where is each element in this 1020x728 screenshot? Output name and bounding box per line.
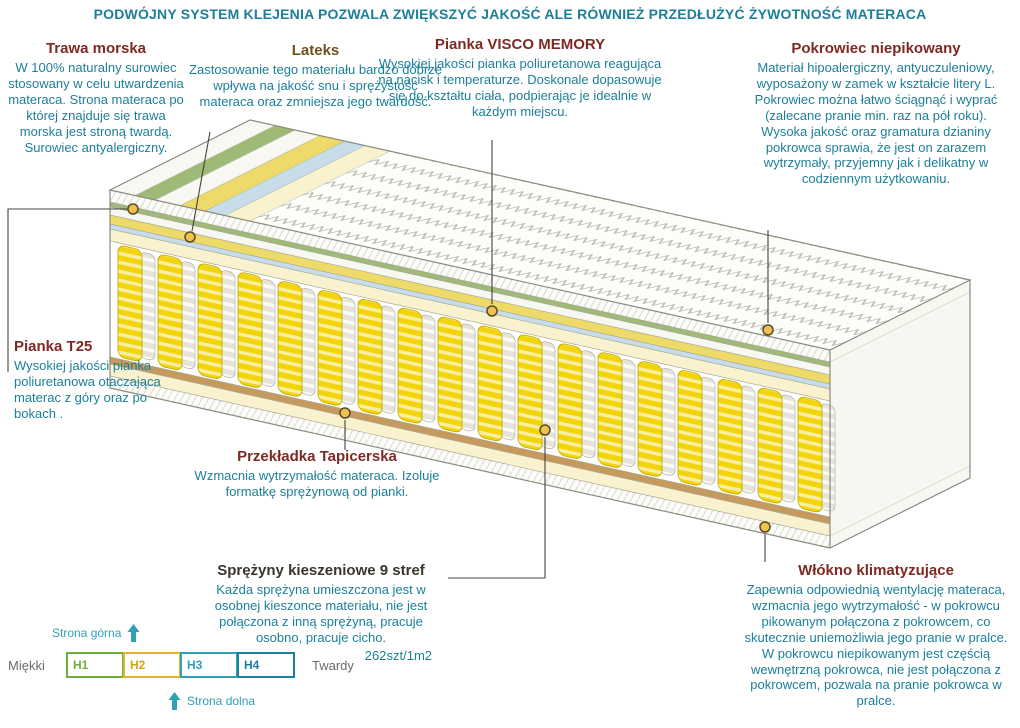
layer-visco-top: [205, 141, 365, 216]
connector-dot-pokrowiec: [762, 324, 774, 336]
front-face: [110, 190, 836, 548]
annotation-trawa-morska: Trawa morska W 100% naturalny surowiec s…: [6, 40, 186, 155]
layer-foam-top: [225, 145, 390, 222]
top-side-label: Strona górna: [52, 626, 122, 640]
annotation-pianka-visco-body: Wysokiej jakości pianka poliuretanowa re…: [378, 56, 662, 119]
cover-edge-top-hatch: [110, 190, 830, 362]
layer-latex-top: [180, 135, 345, 212]
layer-seagrass: [110, 202, 830, 367]
layer-visco: [110, 224, 830, 389]
layer-insulator: [110, 357, 830, 524]
layer-felt-top: [110, 120, 275, 196]
annotation-przekladka-title: Przekładka Tapicerska: [237, 448, 397, 465]
annotation-pianka-t25-title: Pianka T25: [14, 338, 93, 355]
connector-dot-przekladka: [339, 407, 351, 419]
firmness-level-h3: H3: [180, 652, 238, 678]
annotation-pianka-visco: Pianka VISCO MEMORY Wysokiej jakości pia…: [370, 36, 670, 120]
page-title: PODWÓJNY SYSTEM KLEJENIA POZWALA ZWIĘKSZ…: [93, 6, 927, 22]
bottom-side-indicator: Strona dolna: [168, 692, 255, 710]
connector-dot-lateks: [184, 231, 196, 243]
layer-foam-t25: [110, 229, 830, 401]
annotation-wlokno: Włókno klimatyzujące Zapewnia odpowiedni…: [742, 562, 1010, 709]
zigzag-quilting: [250, 151, 970, 350]
connector-line-sprezyny: [448, 437, 546, 579]
connector-dot-wlokno: [759, 521, 771, 533]
connector-line-lateks: [191, 131, 211, 232]
arrow-up-icon-2: [168, 692, 181, 710]
annotation-sprezyny-title: Sprężyny kieszeniowe 9 stref: [217, 562, 425, 579]
annotation-pianka-visco-title: Pianka VISCO MEMORY: [434, 36, 606, 53]
annotation-lateks: Lateks Zastosowanie tego materiału bardz…: [188, 42, 443, 110]
layer-separators-front: [110, 201, 830, 537]
annotation-pianka-t25-body: Wysokiej jakości pianka poliuretanowa ot…: [14, 358, 161, 421]
annotation-przekladka-body: Wzmacnia wytrzymałość materaca. Izoluje …: [194, 468, 440, 500]
annotation-pokrowiec-body: Materiał hipoalergiczny, antyuczuleniowy…: [754, 60, 998, 187]
spring-count: 262szt/1m2: [364, 647, 432, 663]
connector-line-trawa: [7, 208, 128, 372]
top-side-indicator: Strona górna: [52, 624, 140, 642]
annotation-sprezyny: Sprężyny kieszeniowe 9 stref Każda spręż…: [196, 562, 446, 664]
layer-seagrass-top: [135, 125, 295, 200]
annotation-przekladka: Przekładka Tapicerska Wzmacnia wytrzymał…: [192, 448, 442, 500]
annotation-pianka-t25: Pianka T25 Wysokiej jakości pianka poliu…: [14, 338, 182, 422]
bottom-side-label: Strona dolna: [187, 694, 256, 708]
annotation-wlokno-title: Włókno klimatyzujące: [798, 562, 954, 579]
annotation-trawa-morska-title: Trawa morska: [45, 40, 147, 57]
layer-latex: [110, 215, 830, 384]
connector-dot-sprezyny: [539, 424, 551, 436]
firmness-level-h4: H4: [237, 652, 295, 678]
right-end-face: [830, 280, 970, 548]
connector-dot-visco: [486, 305, 498, 317]
top-face: [110, 120, 970, 350]
annotation-pokrowiec: Pokrowiec niepikowany Materiał hipoalerg…: [742, 40, 1010, 187]
layer-felt-top-2: [155, 129, 320, 206]
annotation-lateks-body: Zastosowanie tego materiału bardzo dobrz…: [189, 62, 442, 109]
soft-label: Miękki: [8, 658, 45, 673]
annotation-sprezyny-body: Każda sprężyna umieszczona jest w osobne…: [214, 582, 428, 645]
annotation-lateks-title: Lateks: [291, 42, 340, 59]
annotation-pokrowiec-title: Pokrowiec niepikowany: [791, 40, 961, 57]
firmness-level-h2: H2: [123, 652, 181, 678]
layer-felt: [110, 207, 830, 375]
annotation-trawa-morska-body: W 100% naturalny surowiec stosowany w ce…: [8, 60, 184, 155]
hard-label: Twardy: [312, 658, 354, 673]
layer-foam-bottom: [110, 364, 830, 536]
annotation-wlokno-body: Zapewnia odpowiednią wentylację materaca…: [744, 582, 1008, 709]
firmness-level-h1: H1: [66, 652, 124, 678]
arrow-up-icon: [127, 624, 140, 642]
connector-dot-trawa: [127, 203, 139, 215]
mattress-body-outline: [109, 190, 971, 549]
firmness-scale: H1 H2 H3 H4: [66, 652, 295, 678]
cover-edge-bottom-hatch: [110, 376, 830, 548]
